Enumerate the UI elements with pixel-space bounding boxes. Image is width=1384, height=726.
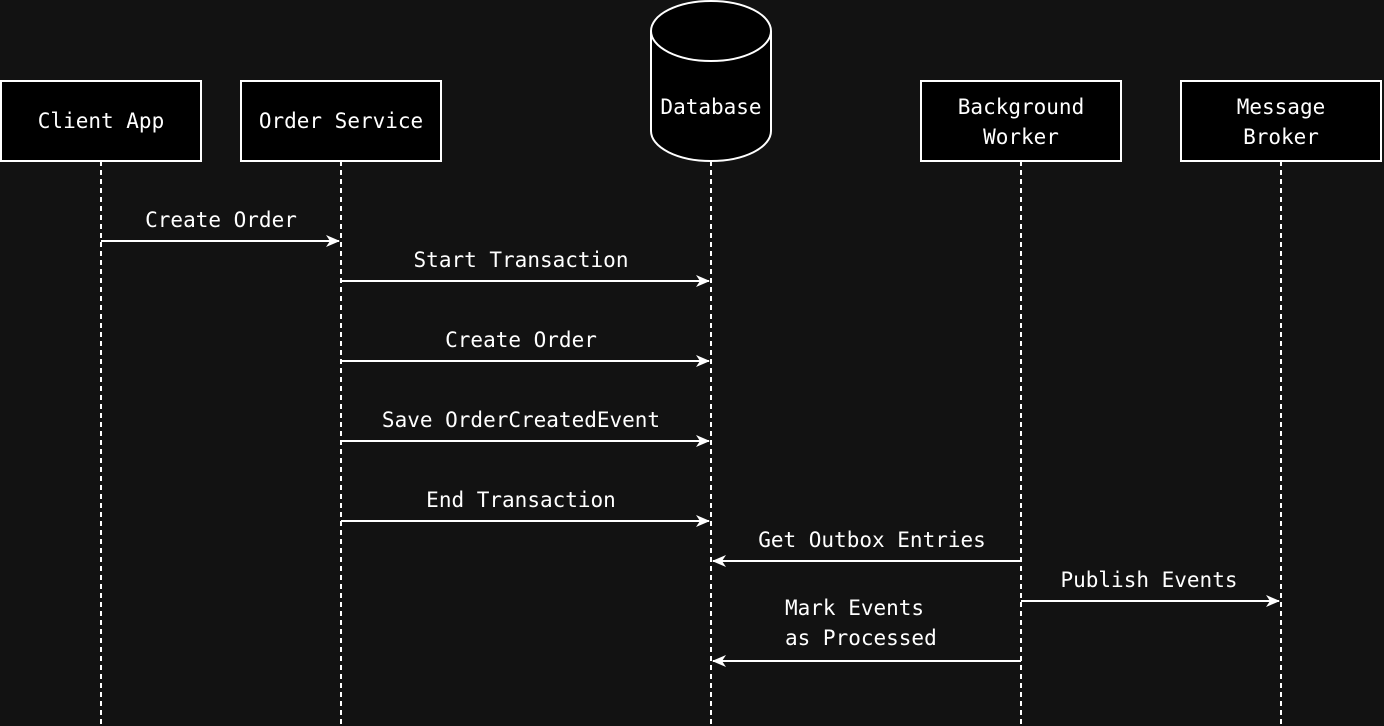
message-publish-events: Publish Events [1021, 568, 1280, 607]
participant-message-broker: Message Broker [1180, 80, 1382, 162]
participant-label: Broker [1243, 125, 1319, 149]
message-label: Publish Events [1060, 568, 1237, 592]
participant-database: Database [650, 0, 772, 162]
message-create-order-db: Create Order [341, 328, 710, 367]
participant-label: Client App [38, 109, 164, 133]
message-mark-events-processed: Mark Events as Processed [712, 596, 1021, 667]
participant-label: Worker [983, 125, 1059, 149]
participant-client-app: Client App [0, 80, 202, 162]
participant-background-worker: Background Worker [920, 80, 1122, 162]
message-create-order-client: Create Order [101, 208, 340, 247]
participant-label: Message [1237, 95, 1326, 119]
message-label: Create Order [445, 328, 597, 352]
message-save-order-created-event: Save OrderCreatedEvent [341, 408, 710, 447]
message-label: Get Outbox Entries [758, 528, 986, 552]
message-start-transaction: Start Transaction [341, 248, 710, 287]
message-label: as Processed [785, 626, 937, 650]
participant-label: Background [958, 95, 1084, 119]
participant-label: Database [660, 95, 761, 119]
message-label: Start Transaction [414, 248, 629, 272]
message-label: End Transaction [426, 488, 616, 512]
participant-order-service: Order Service [240, 80, 442, 162]
message-label: Mark Events [785, 596, 924, 620]
message-label: Create Order [145, 208, 297, 232]
message-get-outbox-entries: Get Outbox Entries [712, 528, 1021, 567]
message-end-transaction: End Transaction [341, 488, 710, 527]
message-label: Save OrderCreatedEvent [382, 408, 660, 432]
participant-label: Order Service [259, 109, 423, 133]
